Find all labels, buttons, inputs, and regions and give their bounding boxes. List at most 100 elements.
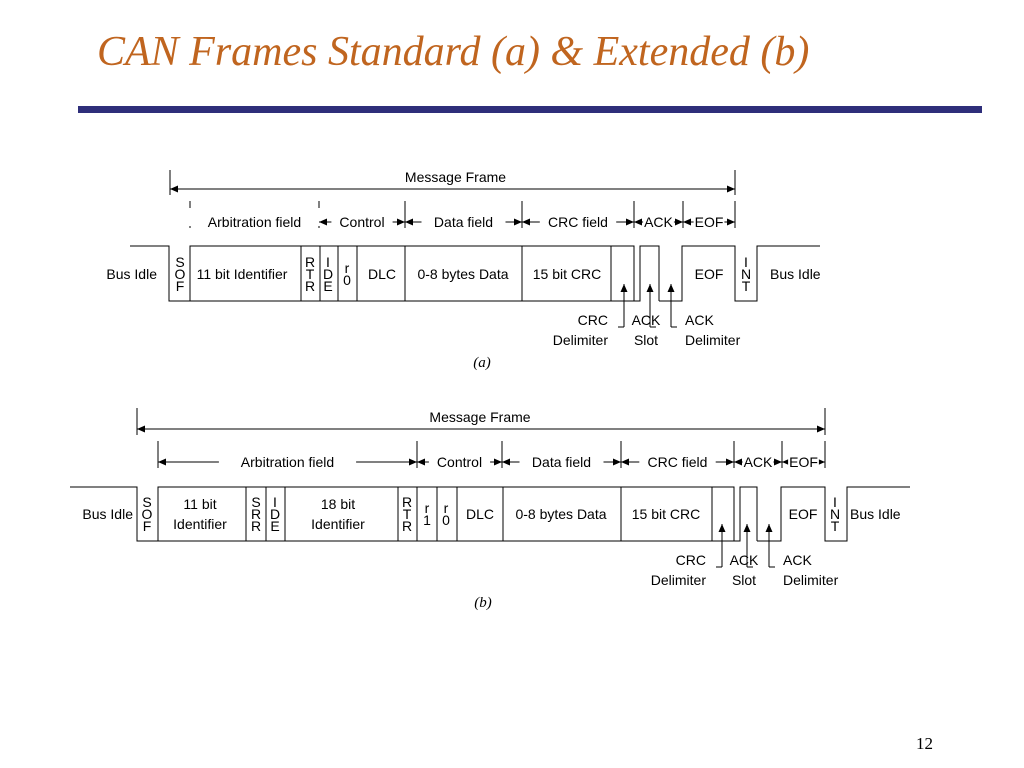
field-span-arrowhead	[397, 218, 405, 226]
cell-label-sof: F	[143, 518, 152, 534]
cell-label-rtr: R	[402, 494, 412, 510]
annotation-ack-delimiter: ACK	[685, 312, 714, 328]
cell-label-int: N	[741, 266, 751, 282]
cell-label-r1: r	[425, 500, 430, 516]
label-backdrop	[639, 448, 716, 466]
field-label-5: EOF	[789, 454, 818, 470]
title-rule	[78, 106, 982, 113]
cell-label-sof: O	[175, 266, 186, 282]
annotation-arrowhead	[620, 284, 628, 292]
field-span-arrowhead	[494, 458, 502, 466]
annotation-arrowhead	[646, 284, 654, 292]
annotation-ack-delimiter: Delimiter	[783, 572, 839, 588]
cell-label-ide: I	[273, 494, 277, 510]
field-label-3: CRC field	[548, 214, 608, 230]
message-frame-label: Message Frame	[429, 409, 530, 425]
annotation-arrowhead	[718, 524, 726, 532]
cell-label-ide: D	[270, 506, 280, 522]
annotation-crc-delimiter: Delimiter	[651, 572, 707, 588]
cell-label-dlc: DLC	[466, 506, 494, 522]
bus-idle-right-label: Bus Idle	[770, 266, 821, 282]
cell-label-eof: EOF	[695, 266, 724, 282]
cell-label-data: 0-8 bytes Data	[515, 506, 606, 522]
cell-label-sof: O	[142, 506, 153, 522]
frame-caption: (a)	[473, 355, 491, 371]
field-span-arrowhead	[502, 458, 510, 466]
label-backdrop	[331, 208, 393, 226]
cell-label-srr: R	[251, 506, 261, 522]
label-backdrop	[519, 448, 604, 466]
field-span-arrowhead	[675, 218, 683, 226]
cell-label-identifier-11: Identifier	[173, 516, 227, 532]
cell-label-crc: 15 bit CRC	[533, 266, 601, 282]
cell-label-dlc: DLC	[368, 266, 396, 282]
field-label-1: Control	[339, 214, 384, 230]
field-span-arrowhead	[727, 218, 735, 226]
cell-label-identifier: 11 bit Identifier	[197, 266, 288, 282]
cell-label-ide: D	[323, 266, 333, 282]
cell-label-rtr: R	[305, 254, 315, 270]
cell-label-int: T	[742, 278, 751, 294]
annotation-ack-slot: ACK	[632, 312, 661, 328]
field-span-arrowhead	[409, 458, 417, 466]
message-frame-arrowhead	[817, 425, 825, 433]
message-frame-arrowhead	[727, 185, 735, 193]
field-label-4: ACK	[644, 214, 673, 230]
annotation-ack-slot: ACK	[730, 552, 759, 568]
cell-label-rtr: R	[305, 278, 315, 294]
field-span-arrowhead	[726, 458, 734, 466]
label-backdrop	[788, 448, 819, 466]
annotation-ack-slot: Slot	[732, 572, 756, 588]
field-span-arrowhead	[817, 458, 825, 466]
field-span-arrowhead	[683, 218, 691, 226]
message-frame-arrowhead	[137, 425, 145, 433]
cell-label-int: I	[833, 494, 837, 510]
field-span-arrowhead	[626, 218, 634, 226]
slide-number: 12	[916, 734, 933, 753]
bus-waveform-top	[70, 486, 758, 542]
cell-label-identifier-11: 11 bit	[183, 496, 216, 512]
cell-label-int: I	[744, 254, 748, 270]
annotation-crc-delimiter: CRC	[578, 312, 608, 328]
field-span-arrowhead	[782, 458, 790, 466]
cell-label-ide: E	[270, 518, 279, 534]
field-span-arrowhead	[514, 218, 522, 226]
annotation-crc-delimiter: CRC	[676, 552, 706, 568]
cell-label-r0: r	[345, 260, 350, 276]
field-span-arrowhead	[319, 218, 327, 226]
cell-label-crc: 15 bit CRC	[632, 506, 700, 522]
label-backdrop	[693, 208, 725, 226]
label-backdrop	[742, 448, 774, 466]
annotation-crc-delimiter: Delimiter	[553, 332, 609, 348]
cell-label-eof: EOF	[789, 506, 818, 522]
field-label-1: Control	[437, 454, 482, 470]
field-span-arrowhead	[734, 458, 742, 466]
bus-waveform-tail	[659, 245, 820, 302]
annotation-ack-delimiter: ACK	[783, 552, 812, 568]
bus-idle-left-label: Bus Idle	[82, 506, 133, 522]
field-label-2: Data field	[532, 454, 591, 470]
annotation-arrowhead	[765, 524, 773, 532]
cell-label-identifier-18: Identifier	[311, 516, 365, 532]
label-backdrop	[421, 208, 506, 226]
field-span-arrowhead	[158, 458, 166, 466]
cell-label-rtr: T	[306, 266, 315, 282]
label-backdrop	[218, 448, 357, 466]
annotation-ack-slot: Slot	[634, 332, 658, 348]
label-backdrop	[428, 448, 491, 466]
field-span-arrowhead	[417, 458, 425, 466]
field-span-arrowhead	[774, 458, 782, 466]
annotation-ack-delimiter: Delimiter	[685, 332, 741, 348]
field-span-arrowhead	[634, 218, 642, 226]
cell-label-identifier-18: 18 bit	[321, 496, 355, 512]
field-span-arrowhead	[405, 218, 413, 226]
field-label-5: EOF	[695, 214, 724, 230]
cell-label-r0: r	[444, 500, 449, 516]
message-frame-arrowhead	[170, 185, 178, 193]
cell-label-int: T	[831, 518, 840, 534]
bus-waveform-tail	[757, 486, 910, 542]
cell-label-data: 0-8 bytes Data	[417, 266, 508, 282]
